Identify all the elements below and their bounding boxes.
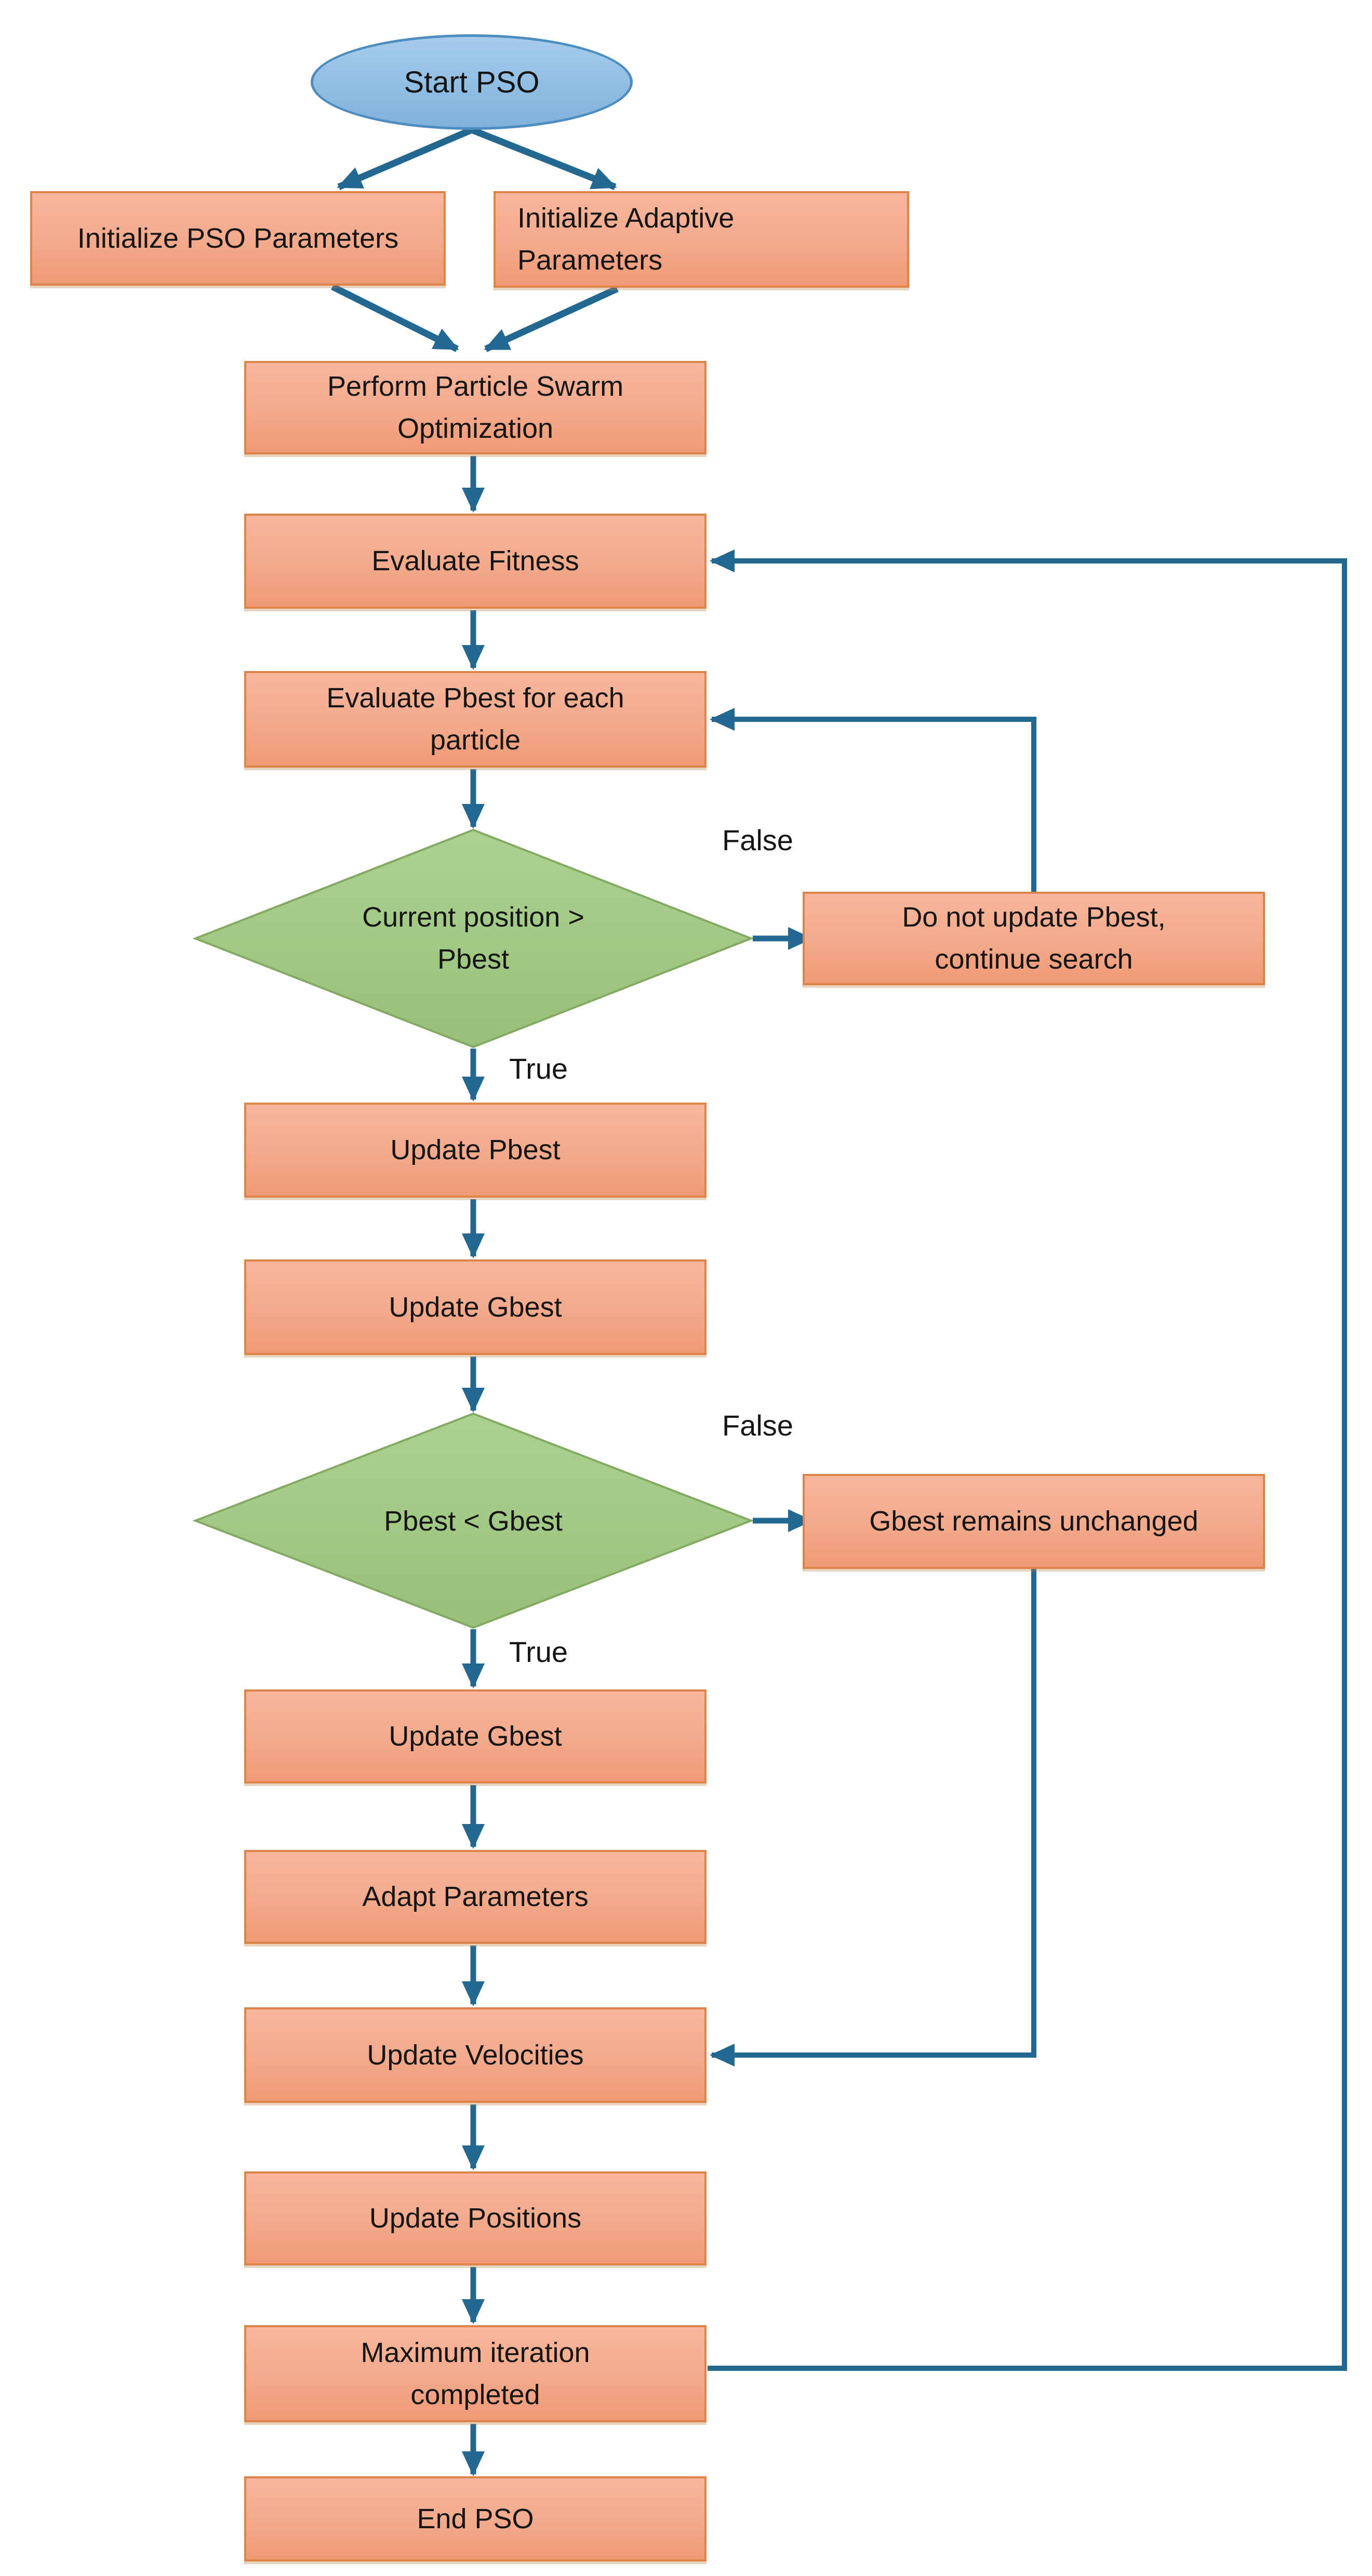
node-update-gbest-2-label: Update Gbest — [389, 1721, 562, 1752]
node-update-velocities-label: Update Velocities — [367, 2039, 584, 2071]
node-perform-pso: Perform Particle Swarm Optimization — [244, 361, 707, 454]
node-init-adaptive: Initialize Adaptive Parameters — [494, 191, 909, 288]
node-start-label: Start PSO — [404, 65, 540, 99]
node-evaluate-fitness-label: Evaluate Fitness — [371, 545, 579, 576]
node-update-pbest: Update Pbest — [244, 1103, 707, 1198]
node-max-iteration: Maximum iteration completed — [244, 2325, 707, 2422]
edge-max-iteration-loop-to-evaluate-fitness — [708, 549, 1347, 2371]
edge-init-pso-to-perform — [331, 284, 459, 352]
node-update-gbest-label: Update Gbest — [389, 1291, 562, 1323]
node-update-pbest-label: Update Pbest — [390, 1134, 561, 1165]
node-adapt-parameters-label: Adapt Parameters — [362, 1881, 589, 1912]
node-adapt-parameters: Adapt Parameters — [244, 1850, 707, 1944]
edge-label-true-2: True — [509, 1635, 568, 1668]
node-end-pso: End PSO — [244, 2476, 707, 2561]
edge-init-adaptive-to-perform — [484, 286, 619, 352]
edge-start-to-init-adaptive — [470, 126, 617, 191]
edge-label-true-1: True — [509, 1052, 568, 1085]
node-decision-pbest-lt-gbest: Pbest < Gbest — [299, 1440, 647, 1603]
node-update-positions: Update Positions — [244, 2171, 707, 2265]
edge-no-update-loop-to-evaluate-pbest — [710, 708, 1036, 892]
edge-label-false-1: False — [722, 824, 793, 856]
edge-start-to-init-pso — [337, 127, 473, 190]
node-evaluate-pbest: Evaluate Pbest for each particle — [244, 671, 707, 768]
node-do-not-update-pbest: Do not update Pbest, continue search — [803, 892, 1265, 985]
node-max-iteration-label: Maximum iteration completed — [361, 2337, 590, 2410]
node-evaluate-fitness: Evaluate Fitness — [244, 514, 707, 609]
node-evaluate-pbest-label: Evaluate Pbest for each particle — [326, 682, 624, 756]
node-decision-current-gt-pbest-label: Current position > Pbest — [362, 902, 584, 975]
decision-pbest-lt-gbest-shape — [192, 1412, 754, 1629]
node-update-gbest: Update Gbest — [244, 1259, 707, 1355]
node-init-pso: Initialize PSO Parameters — [30, 191, 446, 286]
decision-current-gt-pbest-shape — [192, 828, 754, 1049]
edge-gbest-unchanged-to-update-velocities — [710, 1569, 1036, 2067]
node-init-adaptive-label: Initialize Adaptive Parameters — [517, 203, 735, 276]
node-decision-current-gt-pbest: Current position > Pbest — [299, 857, 647, 1020]
node-gbest-remains-unchanged-label: Gbest remains unchanged — [869, 1506, 1198, 1537]
node-update-velocities: Update Velocities — [244, 2007, 707, 2103]
node-update-positions-label: Update Positions — [369, 2203, 582, 2234]
node-perform-pso-label: Perform Particle Swarm Optimization — [327, 371, 624, 444]
node-end-pso-label: End PSO — [417, 2503, 534, 2534]
node-decision-pbest-lt-gbest-label: Pbest < Gbest — [384, 1505, 563, 1537]
node-update-gbest-2: Update Gbest — [244, 1689, 707, 1783]
node-init-pso-label: Initialize PSO Parameters — [77, 222, 399, 254]
node-do-not-update-pbest-label: Do not update Pbest, continue search — [902, 902, 1166, 975]
edge-label-false-2: False — [722, 1409, 793, 1442]
node-gbest-remains-unchanged: Gbest remains unchanged — [803, 1474, 1265, 1569]
node-start: Start PSO — [311, 34, 633, 130]
